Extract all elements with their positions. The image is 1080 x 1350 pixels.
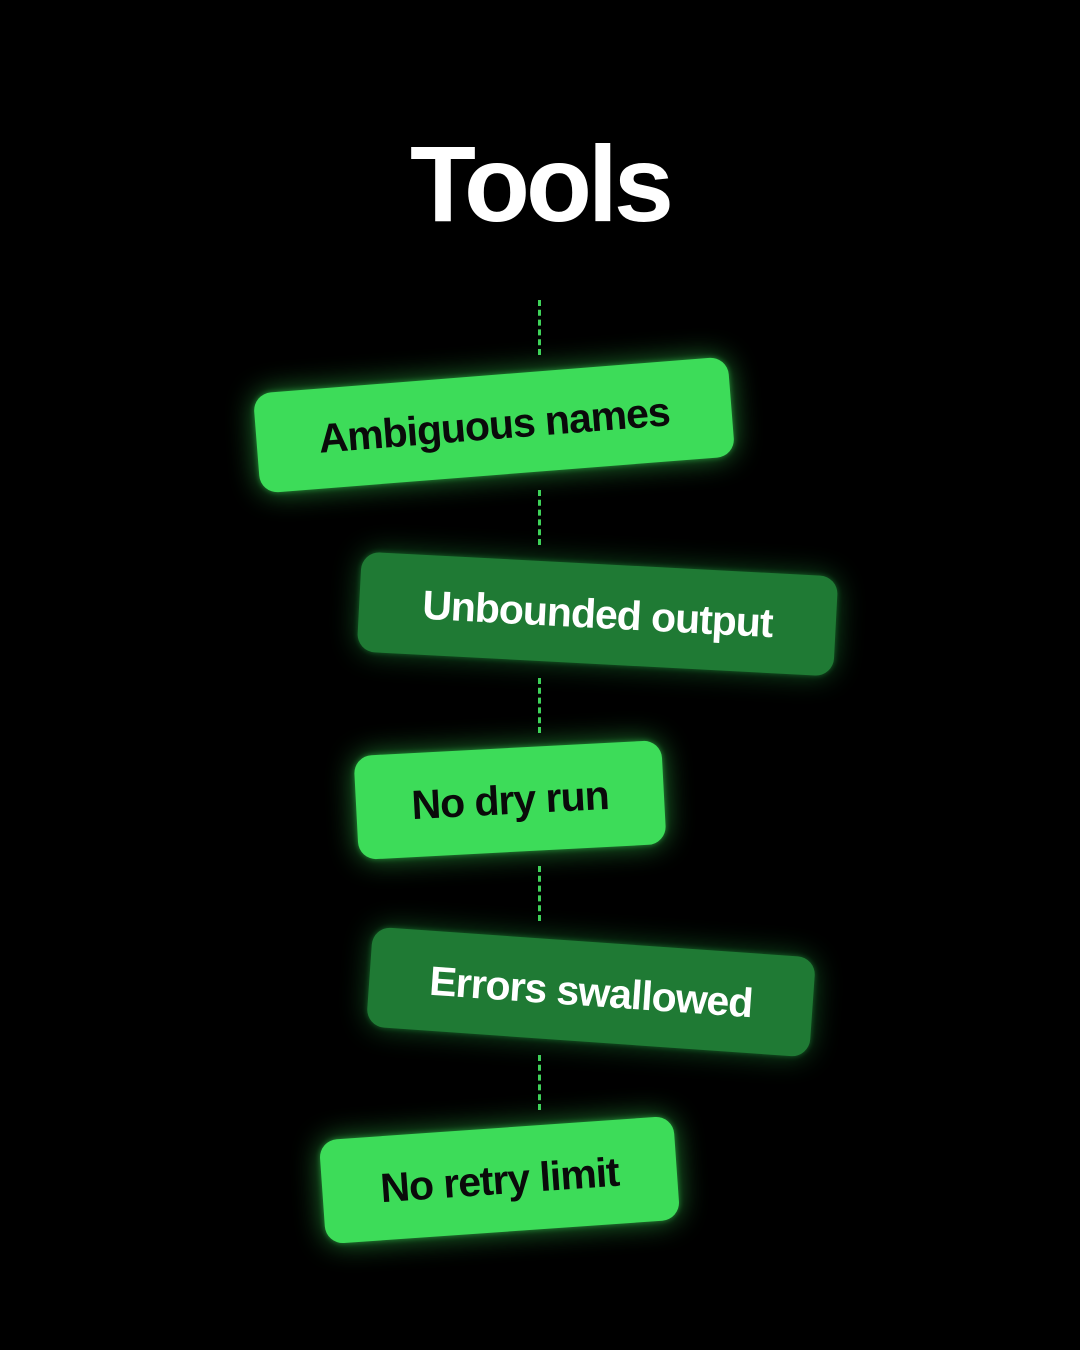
page-title: Tools — [410, 123, 674, 244]
chip-label: Ambiguous names — [316, 387, 672, 462]
tool-chip-errors-swallowed: Errors swallowed — [366, 926, 816, 1058]
connector-line — [538, 1055, 541, 1110]
tool-chip-ambiguous-names: Ambiguous names — [252, 356, 736, 494]
chip-label: No retry limit — [378, 1148, 621, 1211]
connector-line — [538, 490, 541, 545]
tool-chip-no-dry-run: No dry run — [353, 740, 667, 860]
tool-chip-no-retry-limit: No retry limit — [318, 1115, 681, 1245]
chip-label: Errors swallowed — [428, 957, 754, 1026]
chip-label: Unbounded output — [421, 581, 774, 646]
connector-line — [538, 866, 541, 921]
connector-line — [538, 300, 541, 355]
chip-label: No dry run — [410, 771, 610, 828]
tool-chip-unbounded-output: Unbounded output — [356, 551, 839, 677]
connector-line — [538, 678, 541, 733]
